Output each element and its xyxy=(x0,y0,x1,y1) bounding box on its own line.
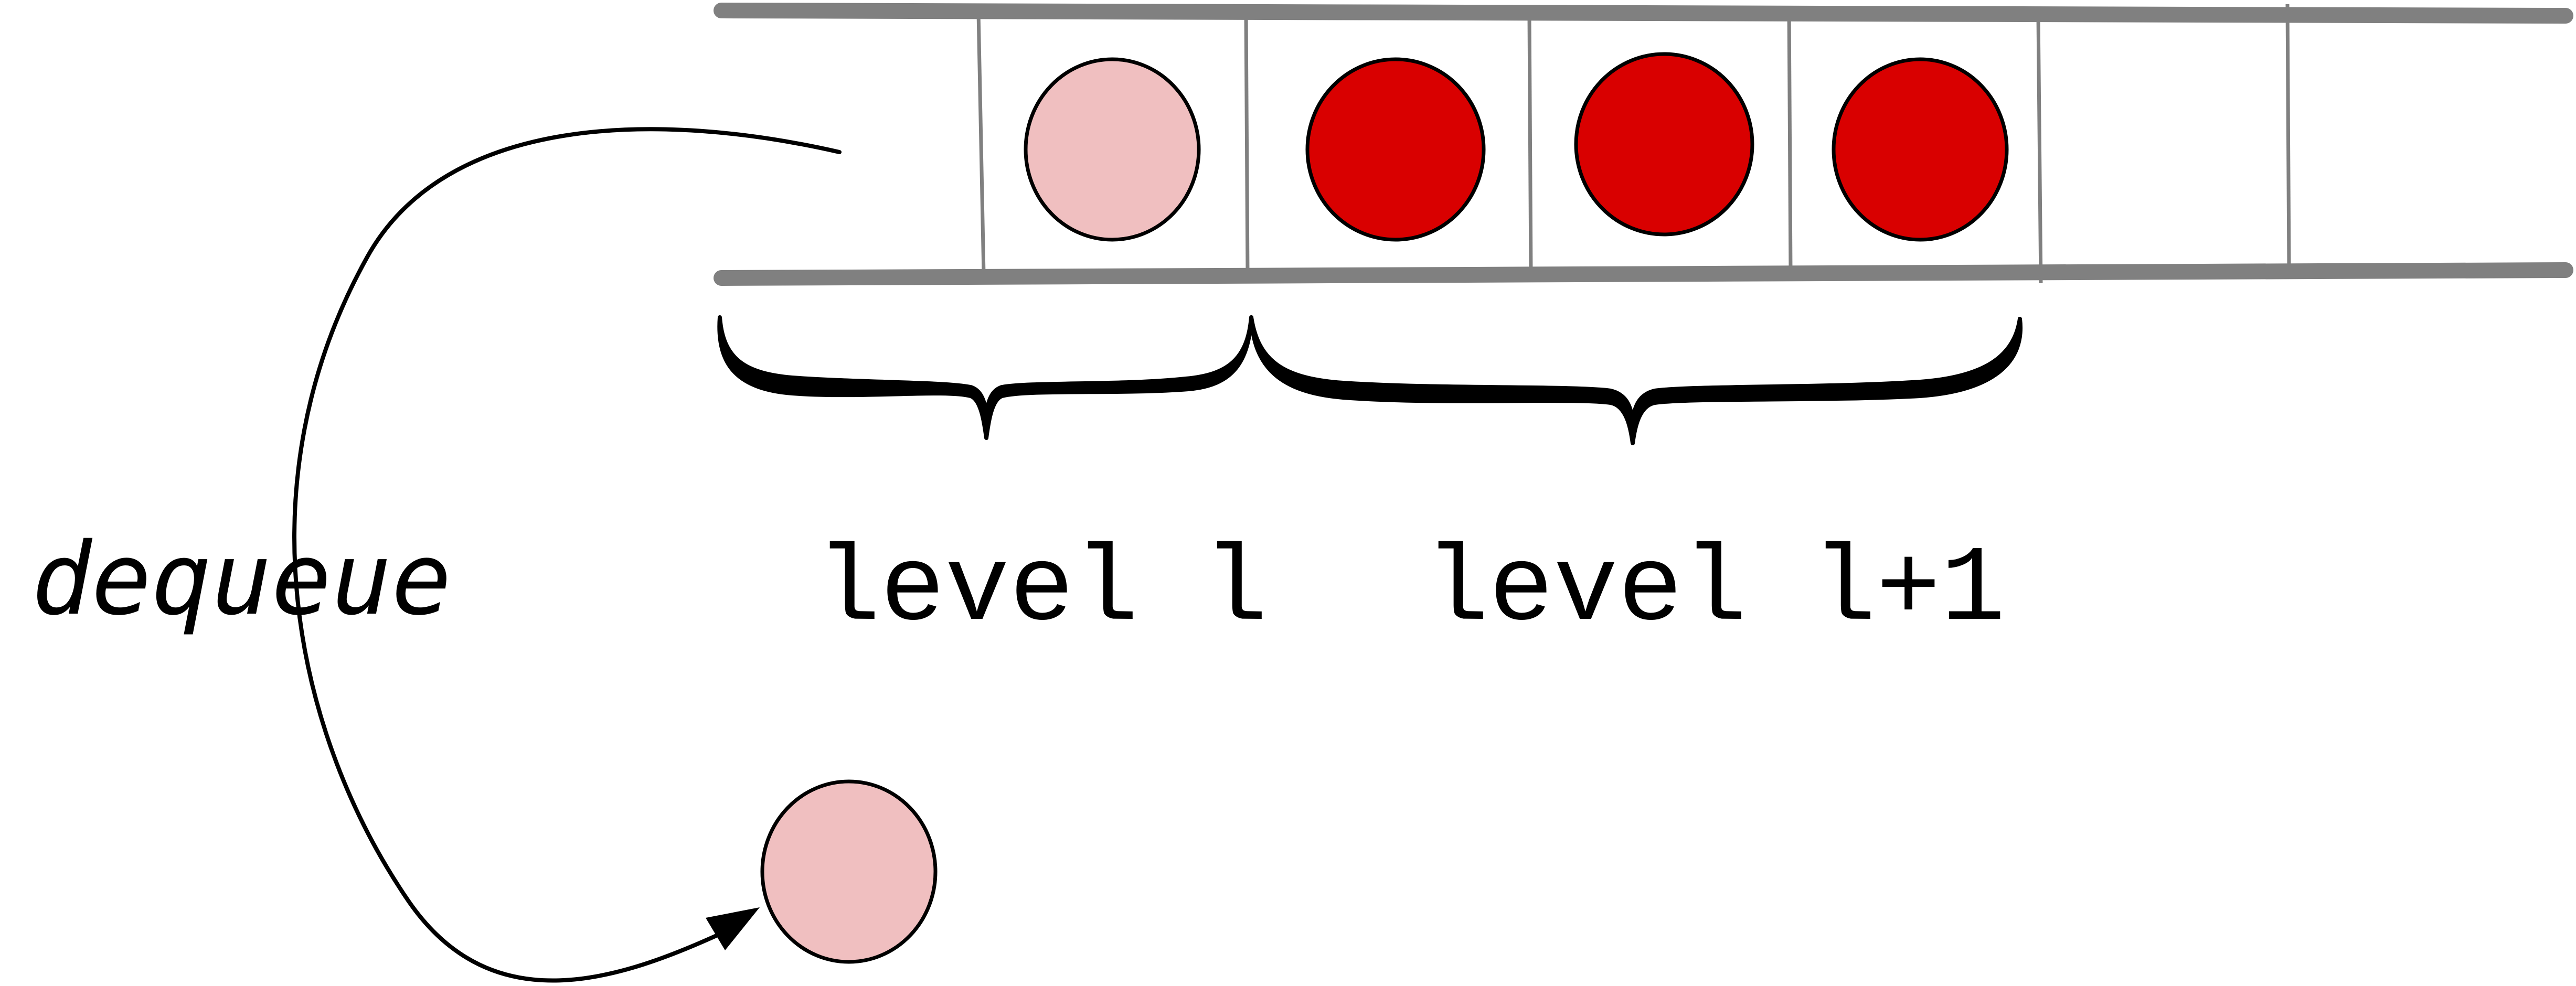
queue-node-visited xyxy=(1024,57,1201,242)
dequeue-arrow xyxy=(292,127,842,983)
dequeued-node xyxy=(760,779,938,964)
dequeue-label: dequeue xyxy=(31,521,452,637)
level-l-label: level l xyxy=(816,529,1268,651)
queue-top-rail xyxy=(714,3,2573,24)
queue-slot-divider xyxy=(2285,4,2291,267)
queue-node-queued xyxy=(1574,52,1754,237)
queue-slot-divider xyxy=(976,13,986,274)
queue-slot-divider xyxy=(1527,14,1533,273)
queue-slot-divider xyxy=(1787,6,1793,271)
arrow-head xyxy=(706,907,760,950)
queue-slot-divider xyxy=(2036,15,2043,284)
queue-bottom-rail xyxy=(714,262,2573,286)
queue-slot-divider xyxy=(1244,13,1250,274)
level-l-plus-1-brace xyxy=(1249,315,2023,445)
level-l-brace xyxy=(717,315,1253,440)
queue-node-queued xyxy=(1832,57,2009,242)
level-l-plus-1-label: level l+1 xyxy=(1424,529,2005,651)
queue-node-queued xyxy=(1305,57,1486,242)
